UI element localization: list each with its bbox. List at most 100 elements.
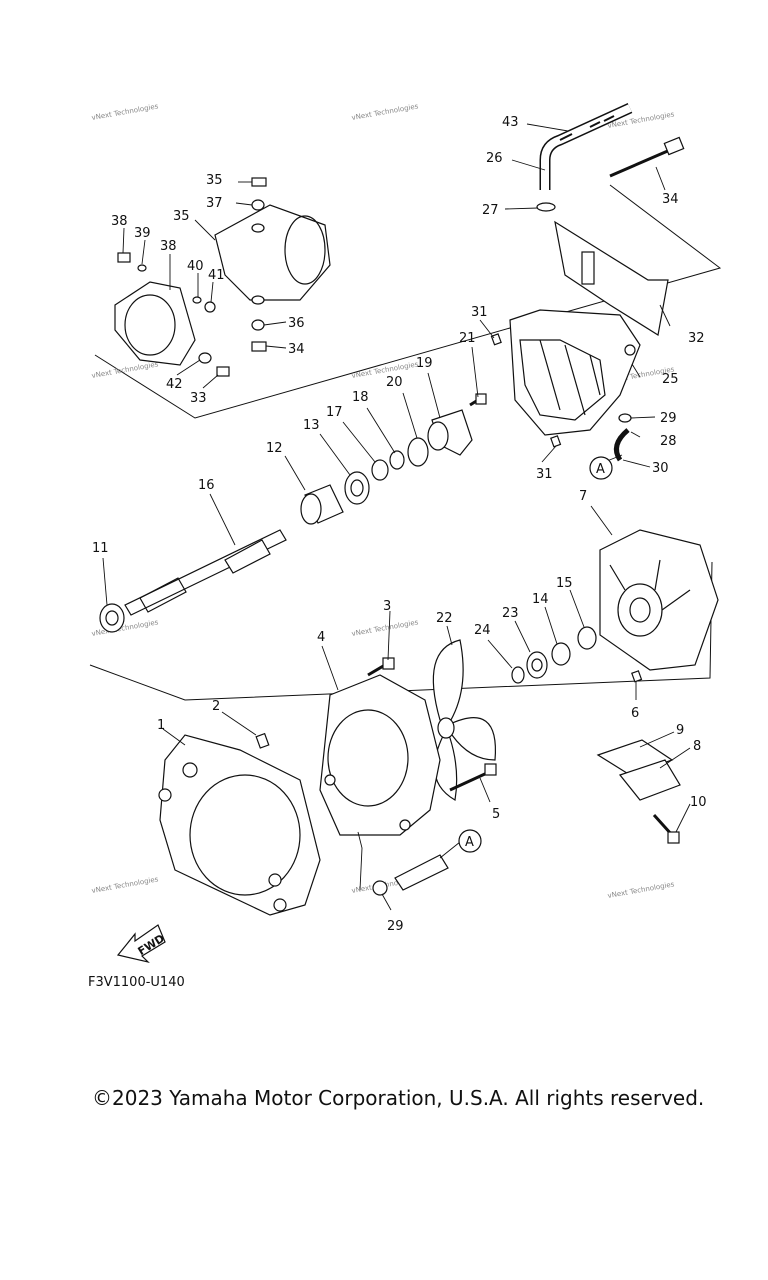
watermark-10: vNext Technologies [91, 875, 159, 895]
callout-20: 20 [386, 375, 403, 390]
leader-lines [102, 123, 691, 911]
callout-23: 23 [502, 606, 519, 621]
callout-33: 35 [173, 209, 190, 224]
bearing-11-drawing [99, 603, 125, 633]
callout-1: 1 [157, 718, 165, 733]
seal-15-drawing [577, 626, 597, 650]
nut-39 [204, 301, 216, 313]
callout-25: 25 [662, 372, 679, 387]
callout-17: 17 [326, 405, 343, 420]
callout-36: 38 [160, 239, 177, 254]
steering-ring-upper-drawing [214, 204, 331, 305]
callout-40: 33 [190, 391, 207, 406]
callout-8: 8 [693, 739, 701, 754]
callout-29-lower: 29 [387, 919, 404, 934]
callout-37: 38 [111, 214, 128, 229]
callout-26: 26 [486, 151, 503, 166]
hose-drawing [539, 102, 633, 190]
reference-markers: A A [458, 456, 613, 853]
long-bolt-drawing [609, 136, 685, 178]
callout-34-lower: 34 [288, 342, 305, 357]
seal-18-drawing [389, 450, 405, 470]
callout-3: 3 [383, 599, 391, 614]
callout-12: 12 [266, 441, 283, 456]
small-hose-drawing [613, 428, 630, 462]
bolt-40 [216, 366, 230, 377]
callout-32: 34 [662, 192, 679, 207]
o-ring-24-drawing [511, 666, 525, 684]
pin-2-drawing [255, 732, 270, 749]
bushing-35-lower [251, 319, 265, 331]
watermark-2: vNext Technologies [351, 102, 419, 122]
callout-11: 11 [92, 541, 109, 556]
ref-marker-a-upper-label: A [596, 462, 605, 477]
hose-clamp-drawing [536, 202, 556, 212]
watermark-1: vNext Technologies [91, 102, 159, 122]
washer-38-left [137, 264, 147, 272]
bolt-5-drawing [449, 763, 497, 792]
ref-marker-a-upper [589, 456, 613, 480]
callout-24: 24 [474, 623, 491, 638]
o-ring-20-drawing [407, 437, 429, 467]
callout-34-upper: 35 [206, 173, 223, 188]
callout-14: 14 [532, 592, 549, 607]
callout-15: 15 [556, 576, 573, 591]
callout-38-right: 40 [187, 259, 204, 274]
bolt-21-drawing [469, 393, 487, 407]
callout-2: 2 [212, 699, 220, 714]
plate-drawing [554, 220, 669, 336]
casing-drawing [319, 674, 441, 836]
ref-marker-a-lower-label: A [465, 835, 474, 850]
callout-35-upper: 37 [206, 196, 223, 211]
callout-27: 27 [482, 203, 499, 218]
callout-13: 13 [303, 418, 320, 433]
watermark-12: vNext Technologies [607, 880, 675, 900]
callout-9: 9 [676, 723, 684, 738]
callout-29-upper: 29 [660, 411, 677, 426]
callout-39: 41 [208, 268, 225, 283]
bolt-37 [117, 252, 131, 263]
callout-38-left: 39 [134, 226, 151, 241]
nozzle-drawing [509, 309, 641, 436]
copyright-notice: ©2023 Yamaha Motor Corporation, U.S.A. A… [92, 1086, 705, 1110]
callout-31-lower: 31 [536, 467, 553, 482]
steering-ring-lower-drawing [114, 281, 196, 366]
callout-18: 18 [352, 390, 369, 405]
callout-31-upper: 31 [471, 305, 488, 320]
bolt-10-drawing [652, 813, 680, 844]
callout-22: 22 [436, 611, 453, 626]
callout-21: 21 [459, 331, 476, 346]
callout-6: 6 [631, 706, 639, 721]
sleeve-12-drawing [300, 484, 344, 525]
callout-43: 43 [502, 115, 519, 130]
callout-16: 16 [198, 478, 215, 493]
bushing-35-upper [251, 199, 265, 211]
collar-41 [198, 352, 212, 364]
bolt-34-upper [251, 177, 267, 187]
callout-19: 19 [416, 356, 433, 371]
exploded-parts-diagram: vNext Technologies vNext Technologies vN… [89, 102, 722, 964]
bearing-23-drawing [526, 651, 548, 679]
callout-30: 30 [652, 461, 669, 476]
bearing-housing-drawing [427, 409, 473, 456]
impeller-drawing [432, 639, 497, 801]
watermark-8: vNext Technologies [351, 618, 419, 638]
clamp-29-upper [618, 413, 632, 423]
ref-marker-a-lower [458, 829, 482, 853]
callout-41: 42 [166, 377, 183, 392]
drive-shaft-drawing [124, 529, 287, 616]
callout-7: 7 [579, 489, 587, 504]
cover-8-drawing [618, 759, 681, 801]
duct-housing-drawing [158, 734, 321, 916]
pin-31-upper [490, 333, 502, 346]
parts [99, 102, 719, 916]
callout-35-lower: 36 [288, 316, 305, 331]
pin-31-lower [550, 435, 562, 448]
collar-14-drawing [551, 642, 571, 666]
callout-42: 32 [688, 331, 705, 346]
bolt-3-drawing [367, 657, 395, 677]
callout-labels: 43 26 34 27 35 37 35 38 39 38 40 41 36 3… [92, 115, 707, 934]
bolt-34-lower [251, 341, 267, 352]
callout-28: 28 [660, 434, 677, 449]
washer-38-right [192, 296, 202, 304]
